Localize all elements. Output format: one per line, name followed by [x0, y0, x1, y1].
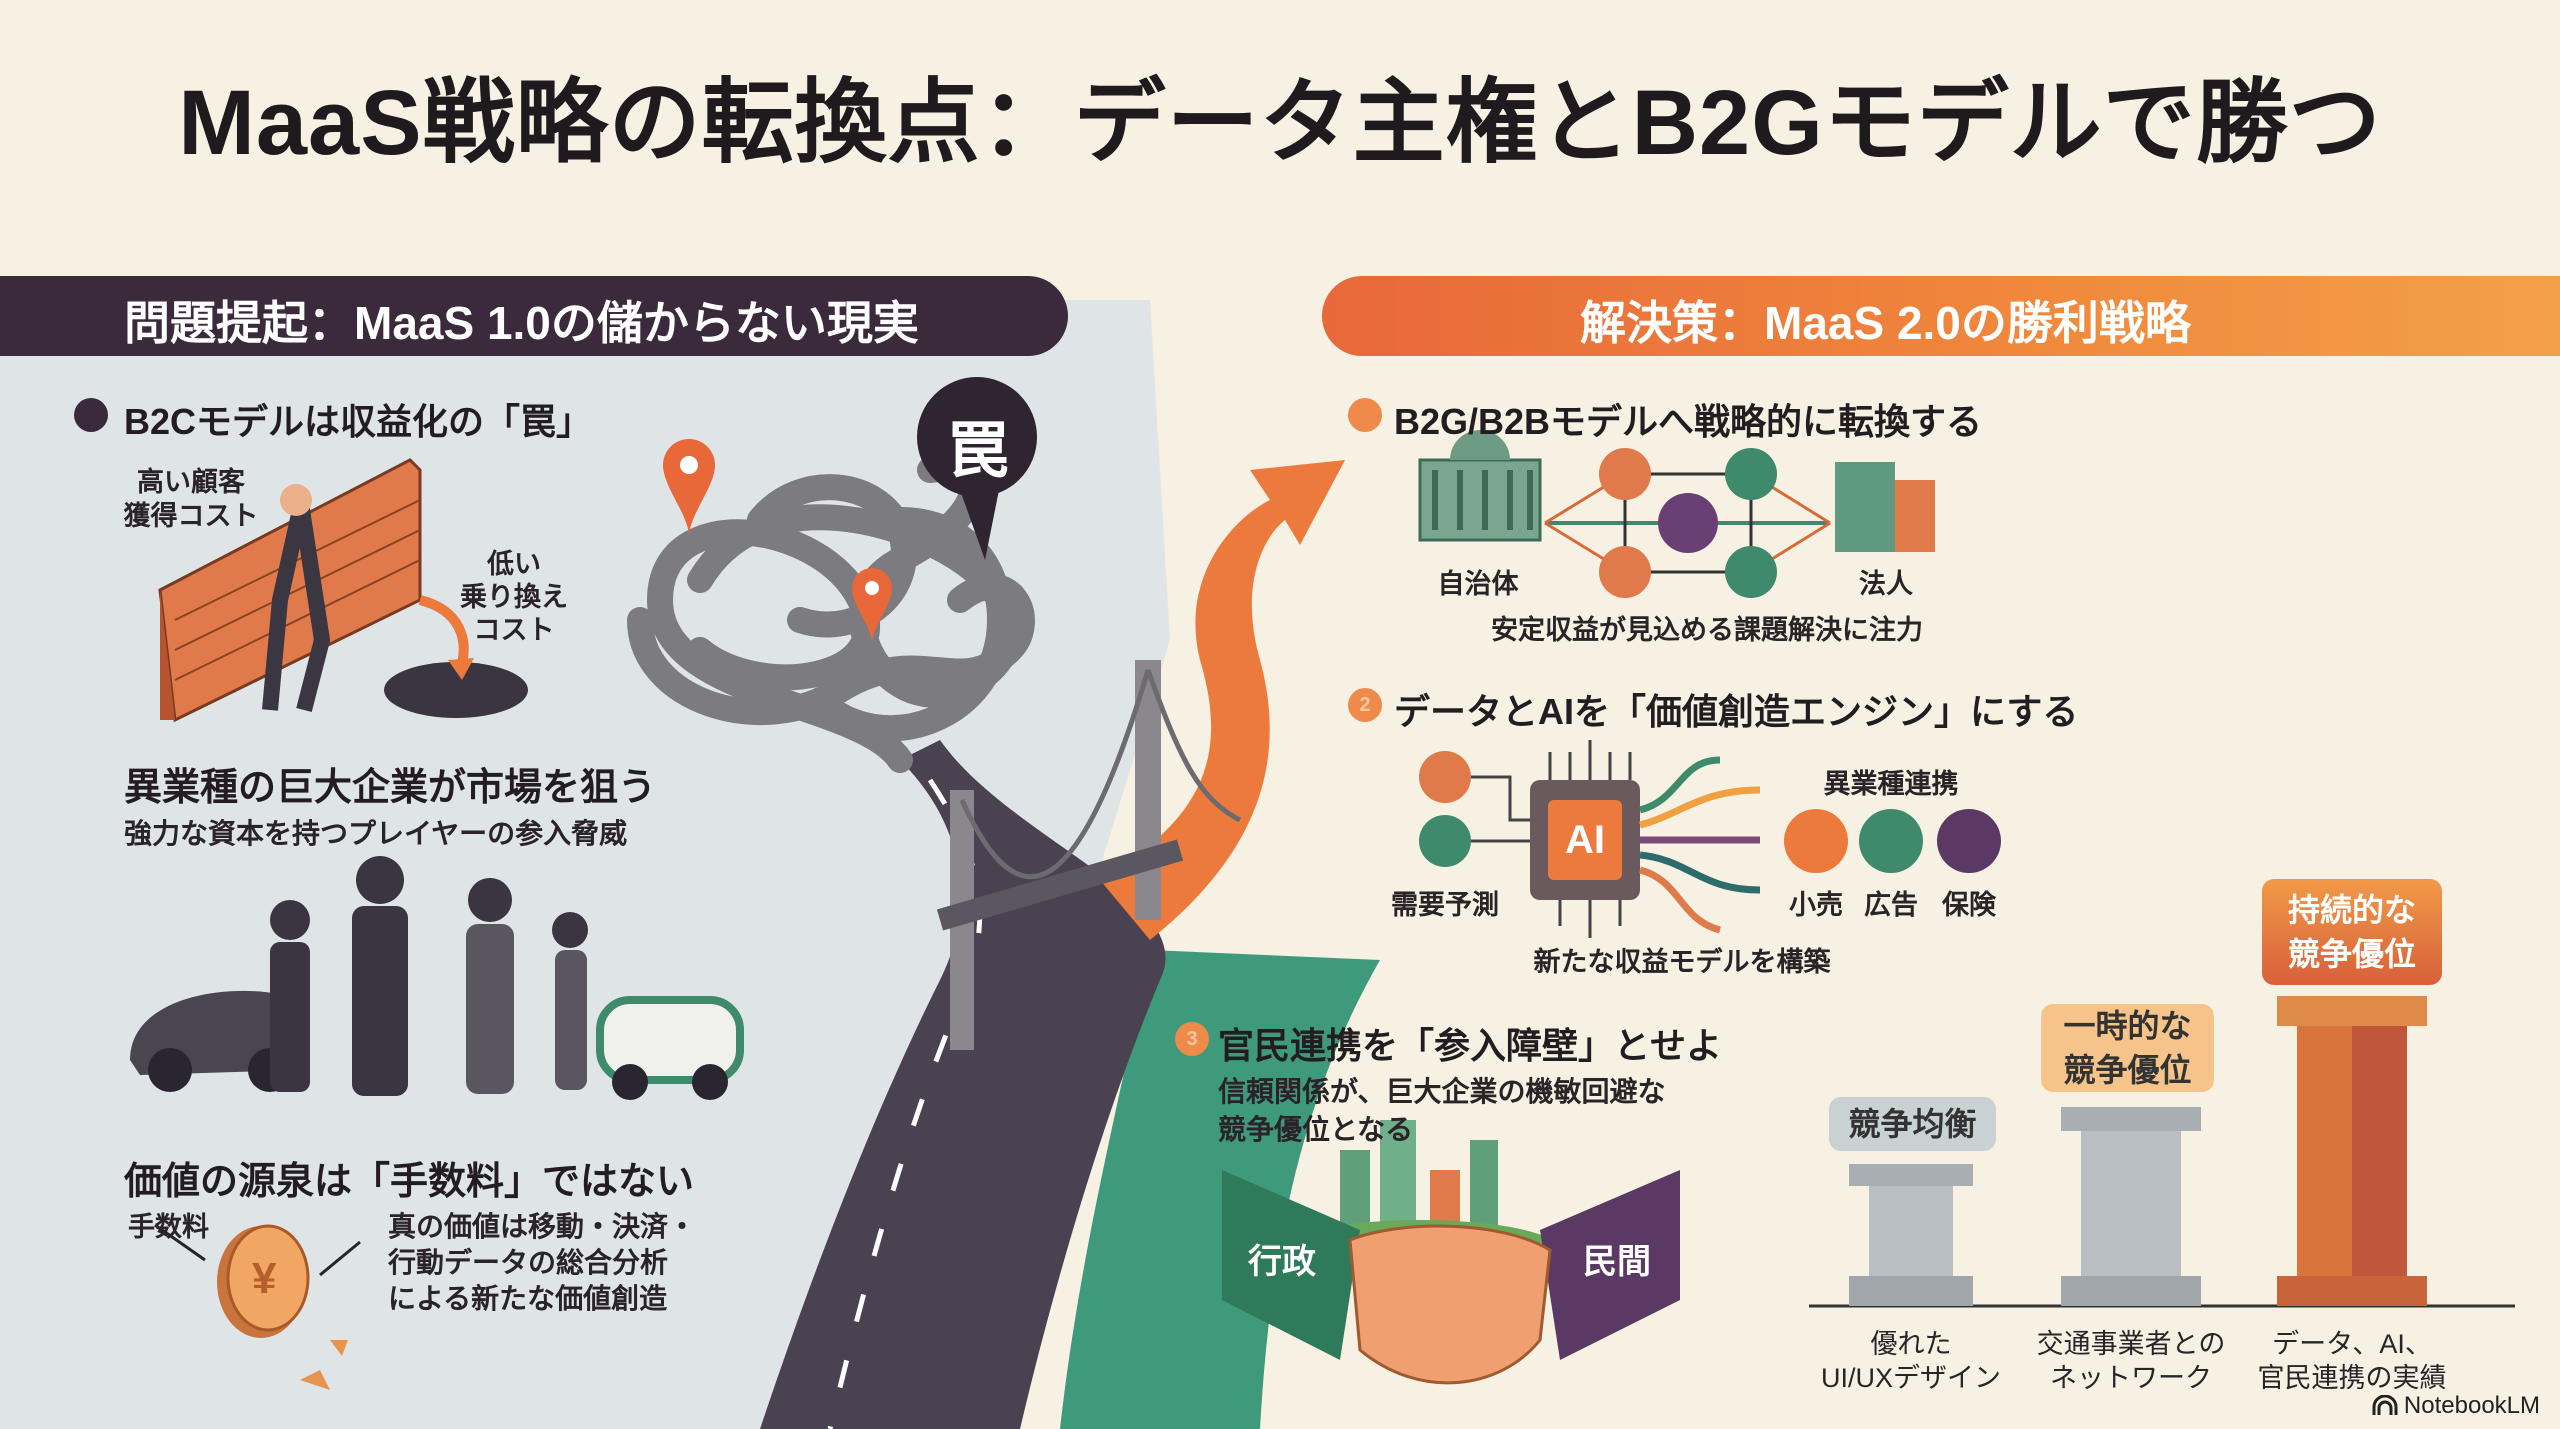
ai-chip-label: AI [1565, 818, 1605, 862]
pillars-chart [1809, 996, 2515, 1308]
high-cost-line-1: 高い顧客 [137, 467, 245, 497]
item3-sub-line-2: 競争優位となる [1218, 1114, 1414, 1145]
step-2-badge: 2 [1348, 688, 1382, 722]
ai-engine-diagram [1419, 740, 2001, 938]
giants-sub: 強力な資本を持つプレイヤーの参入脅威 [124, 818, 628, 849]
government-label: 行政 [1248, 1243, 1316, 1281]
notebooklm-logo: NotebookLM [2372, 1392, 2540, 1420]
low-cost-line-3: コスト [473, 615, 555, 645]
solution-header-bar [1322, 276, 2560, 356]
item2-heading: データとAIを「価値創造エンジン」にする [1394, 691, 2079, 732]
pillar-1-tag: 競争均衡 [1829, 1097, 1996, 1151]
problem-header-bar [0, 276, 1068, 356]
pillar-3-tag-line-2: 競争優位 [2287, 936, 2416, 972]
brand-text: NotebookLM [2403, 1392, 2540, 1419]
pillar-3-label-line-1: データ、AI、 [2272, 1329, 2432, 1359]
cross-industry-title: 異業種連携 [1823, 769, 1959, 799]
map-pin-icon [663, 439, 715, 537]
item1-caption: 安定収益が見込める課題解決に注力 [1491, 615, 1923, 645]
map-pin-icon [852, 568, 892, 644]
trap-bubble-text: 罠 [947, 417, 1010, 486]
municipality-label: 自治体 [1437, 569, 1519, 599]
pillar-2 [2061, 1107, 2201, 1306]
pillar-1-label-line-2: UI/UXデザイン [1820, 1363, 2002, 1393]
office-buildings-icon [1835, 462, 1935, 552]
pillar-1-tag-text: 競争均衡 [1848, 1106, 1977, 1142]
pillar-2-tag-line-2: 競争優位 [2063, 1052, 2192, 1088]
pillar-1 [1849, 1164, 1973, 1306]
green-slope [1060, 950, 1380, 1429]
item3-sub-line-1: 信頼関係が、巨大企業の機敏回避な [1218, 1076, 1666, 1107]
private-label: 民間 [1583, 1243, 1651, 1281]
low-cost-line-1: 低い [487, 549, 541, 579]
high-cost-line-2: 獲得コスト [123, 501, 259, 531]
fee-label: 手数料 [128, 1212, 209, 1242]
broken-coin-icon [154, 1223, 361, 1390]
demand-forecast-label: 需要予測 [1391, 890, 1499, 920]
partner-advertising: 広告 [1864, 890, 1918, 920]
rising-road-arrow [1100, 460, 1345, 940]
pillar-2-tag: 一時的な 競争優位 [2041, 1004, 2214, 1092]
value-desc-line-1: 真の価値は移動・決済・ [388, 1211, 697, 1242]
b2g-network-diagram [1418, 430, 1935, 598]
trap-heading: B2Cモデルは収益化の「罠」 [124, 401, 593, 442]
pillar-3 [2277, 996, 2427, 1306]
page-title: MaaS戦略の転換点：データ主権とB2Gモデルで勝つ [178, 72, 2382, 174]
pillar-1-label-line-1: 優れた [1870, 1329, 1952, 1359]
handshake-illustration [1222, 1120, 1680, 1385]
brick-wall-illustration [158, 458, 528, 723]
trap-speech-bubble [917, 377, 1037, 560]
partner-retail: 小売 [1789, 890, 1843, 920]
value-desc-line-2: 行動データの総合分析 [388, 1247, 669, 1278]
corporation-label: 法人 [1859, 569, 1913, 599]
value-heading: 価値の源泉は「手数料」ではない [124, 1161, 695, 1203]
business-people-illustration [130, 856, 744, 1100]
item2-caption: 新たな収益モデルを構築 [1533, 947, 1831, 977]
pillar-3-tag-line-1: 持続的な [2287, 892, 2416, 928]
pillar-2-label-line-2: ネットワーク [2050, 1363, 2212, 1393]
problem-header: 問題提起：MaaS 1.0の儲からない現実 [124, 297, 919, 349]
pillar-3-tag: 持続的な 競争優位 [2262, 879, 2442, 985]
giants-heading: 異業種の巨大企業が市場を狙う [124, 767, 657, 809]
value-desc-line-3: による新たな価値創造 [388, 1283, 668, 1314]
notebooklm-icon [2372, 1395, 2398, 1415]
step-3-badge: 3 [1175, 1022, 1209, 1056]
solution-header: 解決策：MaaS 2.0の勝利戦略 [1580, 297, 2191, 349]
bridge [936, 660, 1242, 1050]
partner-insurance: 保険 [1942, 890, 1996, 920]
item1-heading: B2G/B2Bモデルへ戦略的に転換する [1394, 401, 1983, 442]
pillar-3-label-line-2: 官民連携の実績 [2257, 1363, 2447, 1393]
yen-symbol: ¥ [252, 1254, 277, 1303]
step-1-badge: 1 [1348, 398, 1382, 432]
tangled-roads [627, 455, 1035, 773]
road [760, 740, 1166, 1429]
pillar-2-tag-line-1: 一時的な [2063, 1008, 2192, 1044]
government-building-icon [1418, 430, 1542, 542]
low-cost-line-2: 乗り換え [460, 582, 568, 612]
bullet-icon [74, 398, 108, 432]
item3-heading: 官民連携を「参入障壁」とせよ [1218, 1025, 1723, 1066]
road-lane-marking [827, 778, 983, 1429]
pillar-2-label-line-1: 交通事業者との [2036, 1329, 2226, 1359]
